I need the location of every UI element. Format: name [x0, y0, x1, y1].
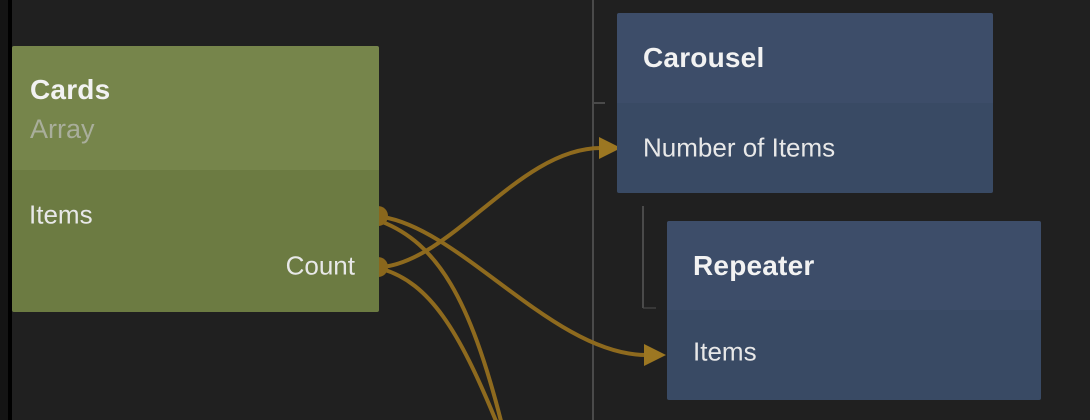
port-repeater-items-label: Items	[693, 336, 757, 367]
port-cards-items-label: Items	[29, 199, 93, 230]
node-carousel-body: Number of Items	[617, 103, 993, 193]
connection-items-to-repeater[interactable]	[382, 215, 666, 366]
port-carousel-number-of-items[interactable]: Number of Items	[643, 133, 835, 164]
window-frame-left	[0, 0, 8, 420]
arrowhead-carousel-input	[599, 137, 621, 159]
port-cards-count[interactable]: Count	[286, 251, 355, 282]
node-repeater-header[interactable]: Repeater	[667, 221, 1041, 310]
node-cards-title: Cards	[30, 74, 111, 105]
node-cards-header[interactable]: Cards Array	[12, 46, 379, 170]
arrowhead-repeater-input	[644, 344, 666, 366]
node-repeater[interactable]: Repeater Items	[667, 221, 1041, 400]
node-repeater-body: Items	[667, 310, 1041, 400]
node-repeater-title: Repeater	[693, 249, 815, 281]
node-cards-subtitle: Array	[30, 114, 95, 144]
node-cards-body: Items Count	[12, 170, 379, 312]
connection-items-offscreen[interactable]	[379, 219, 503, 420]
node-cards[interactable]: Cards Array Items Count	[12, 46, 379, 312]
port-carousel-number-of-items-label: Number of Items	[643, 132, 836, 163]
node-carousel-header[interactable]: Carousel	[617, 13, 993, 103]
connection-count-to-carousel[interactable]	[382, 137, 621, 269]
window-frame-divider	[8, 0, 12, 420]
node-carousel-title: Carousel	[643, 42, 765, 73]
connection-count-offscreen[interactable]	[381, 267, 498, 420]
node-carousel[interactable]: Carousel Number of Items	[617, 13, 993, 193]
port-cards-items[interactable]: Items	[29, 200, 93, 231]
port-cards-count-label: Count	[285, 250, 355, 281]
port-repeater-items[interactable]: Items	[693, 337, 757, 368]
